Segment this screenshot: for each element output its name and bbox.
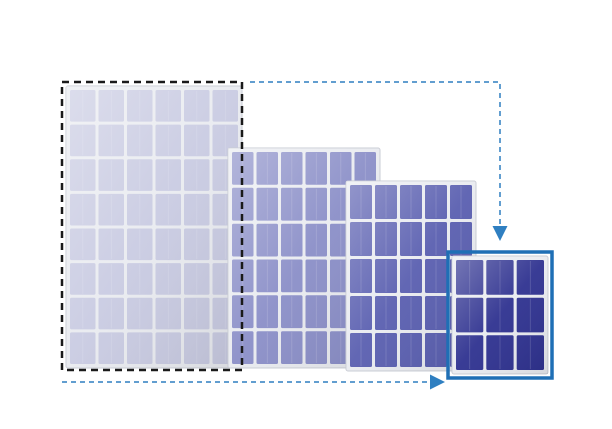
solar-panel-small <box>451 255 549 375</box>
panel-shine <box>66 86 242 368</box>
arrow-top-right <box>250 81 508 241</box>
dashed-outline-box <box>60 80 244 372</box>
panel-shine <box>452 256 548 374</box>
highlight-box <box>446 250 554 380</box>
solar-panel-largest <box>65 85 243 369</box>
